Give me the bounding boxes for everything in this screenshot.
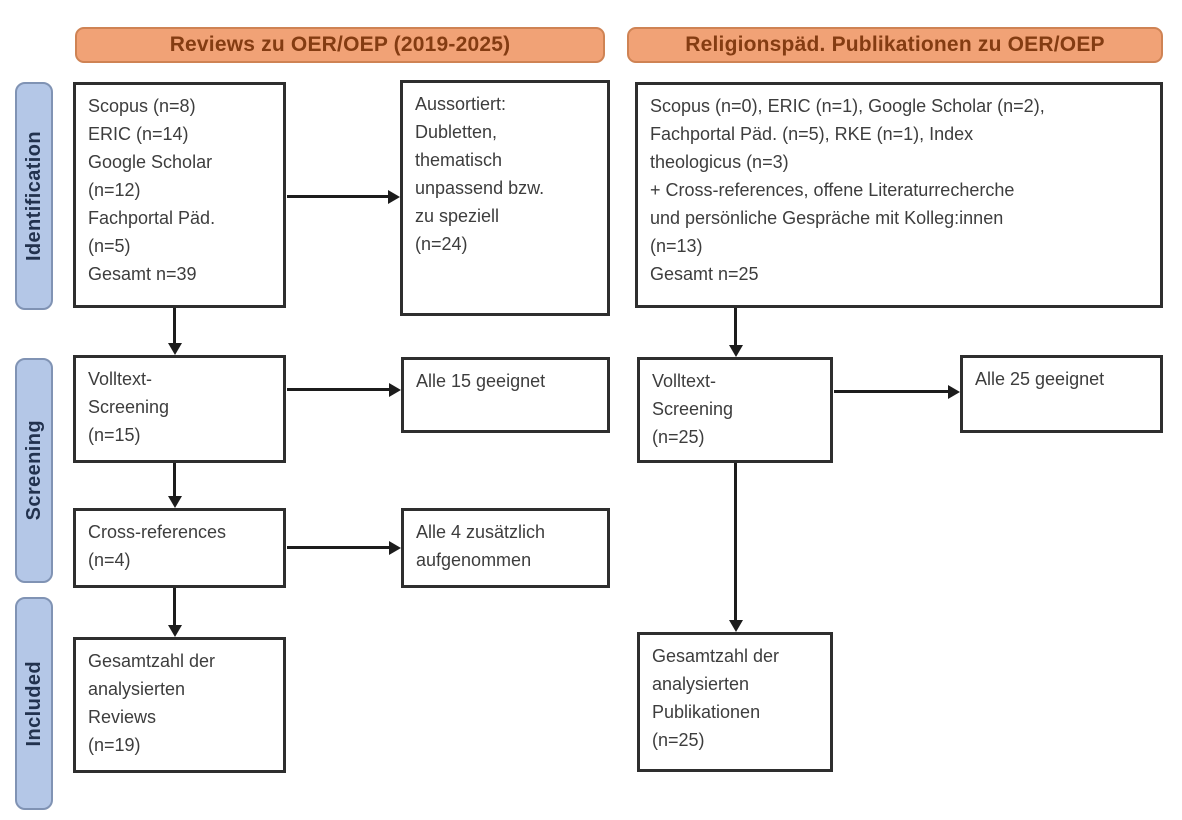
arrow-reviews-crossreferences-to-result (287, 546, 390, 549)
box-religionspaed-included: Gesamtzahl der analysierten Publikatione… (637, 632, 833, 772)
column-header-reviews: Reviews zu OER/OEP (2019-2025) (75, 27, 605, 63)
arrow-religionspaed-fulltext-to-result (834, 390, 949, 393)
box-reviews-included: Gesamtzahl der analysierten Reviews (n=1… (73, 637, 286, 773)
box-religionspaed-fulltext-result: Alle 25 geeignet (960, 355, 1163, 433)
stage-tab-identification-label: Identification (22, 130, 45, 262)
stage-tab-screening: Screening (15, 358, 53, 583)
arrow-religionspaed-identification-to-fulltext (734, 308, 737, 346)
arrow-reviews-fulltext-to-crossreferences (173, 463, 176, 497)
stage-tab-identification: Identification (15, 82, 53, 310)
stage-tab-included-label: Included (22, 660, 45, 747)
column-header-religionspaed: Religionspäd. Publikationen zu OER/OEP (627, 27, 1163, 63)
box-religionspaed-fulltext-screening: Volltext- Screening (n=25) (637, 357, 833, 463)
box-reviews-fulltext-screening: Volltext- Screening (n=15) (73, 355, 286, 463)
stage-tab-screening-label: Screening (22, 420, 45, 521)
box-religionspaed-identification: Scopus (n=0), ERIC (n=1), Google Scholar… (635, 82, 1163, 308)
box-reviews-fulltext-result: Alle 15 geeignet (401, 357, 610, 433)
box-reviews-crossreferences: Cross-references (n=4) (73, 508, 286, 588)
box-reviews-crossreferences-result: Alle 4 zusätzlich aufgenommen (401, 508, 610, 588)
arrow-reviews-identification-to-excluded (287, 195, 389, 198)
arrow-reviews-crossreferences-to-included (173, 588, 176, 626)
arrow-religionspaed-fulltext-to-included (734, 463, 737, 621)
box-reviews-identification: Scopus (n=8) ERIC (n=14) Google Scholar … (73, 82, 286, 308)
stage-tab-included: Included (15, 597, 53, 810)
arrow-reviews-fulltext-to-result (287, 388, 390, 391)
arrow-reviews-identification-to-fulltext (173, 308, 176, 344)
box-reviews-excluded: Aussortiert: Dubletten, thematisch unpas… (400, 80, 610, 316)
